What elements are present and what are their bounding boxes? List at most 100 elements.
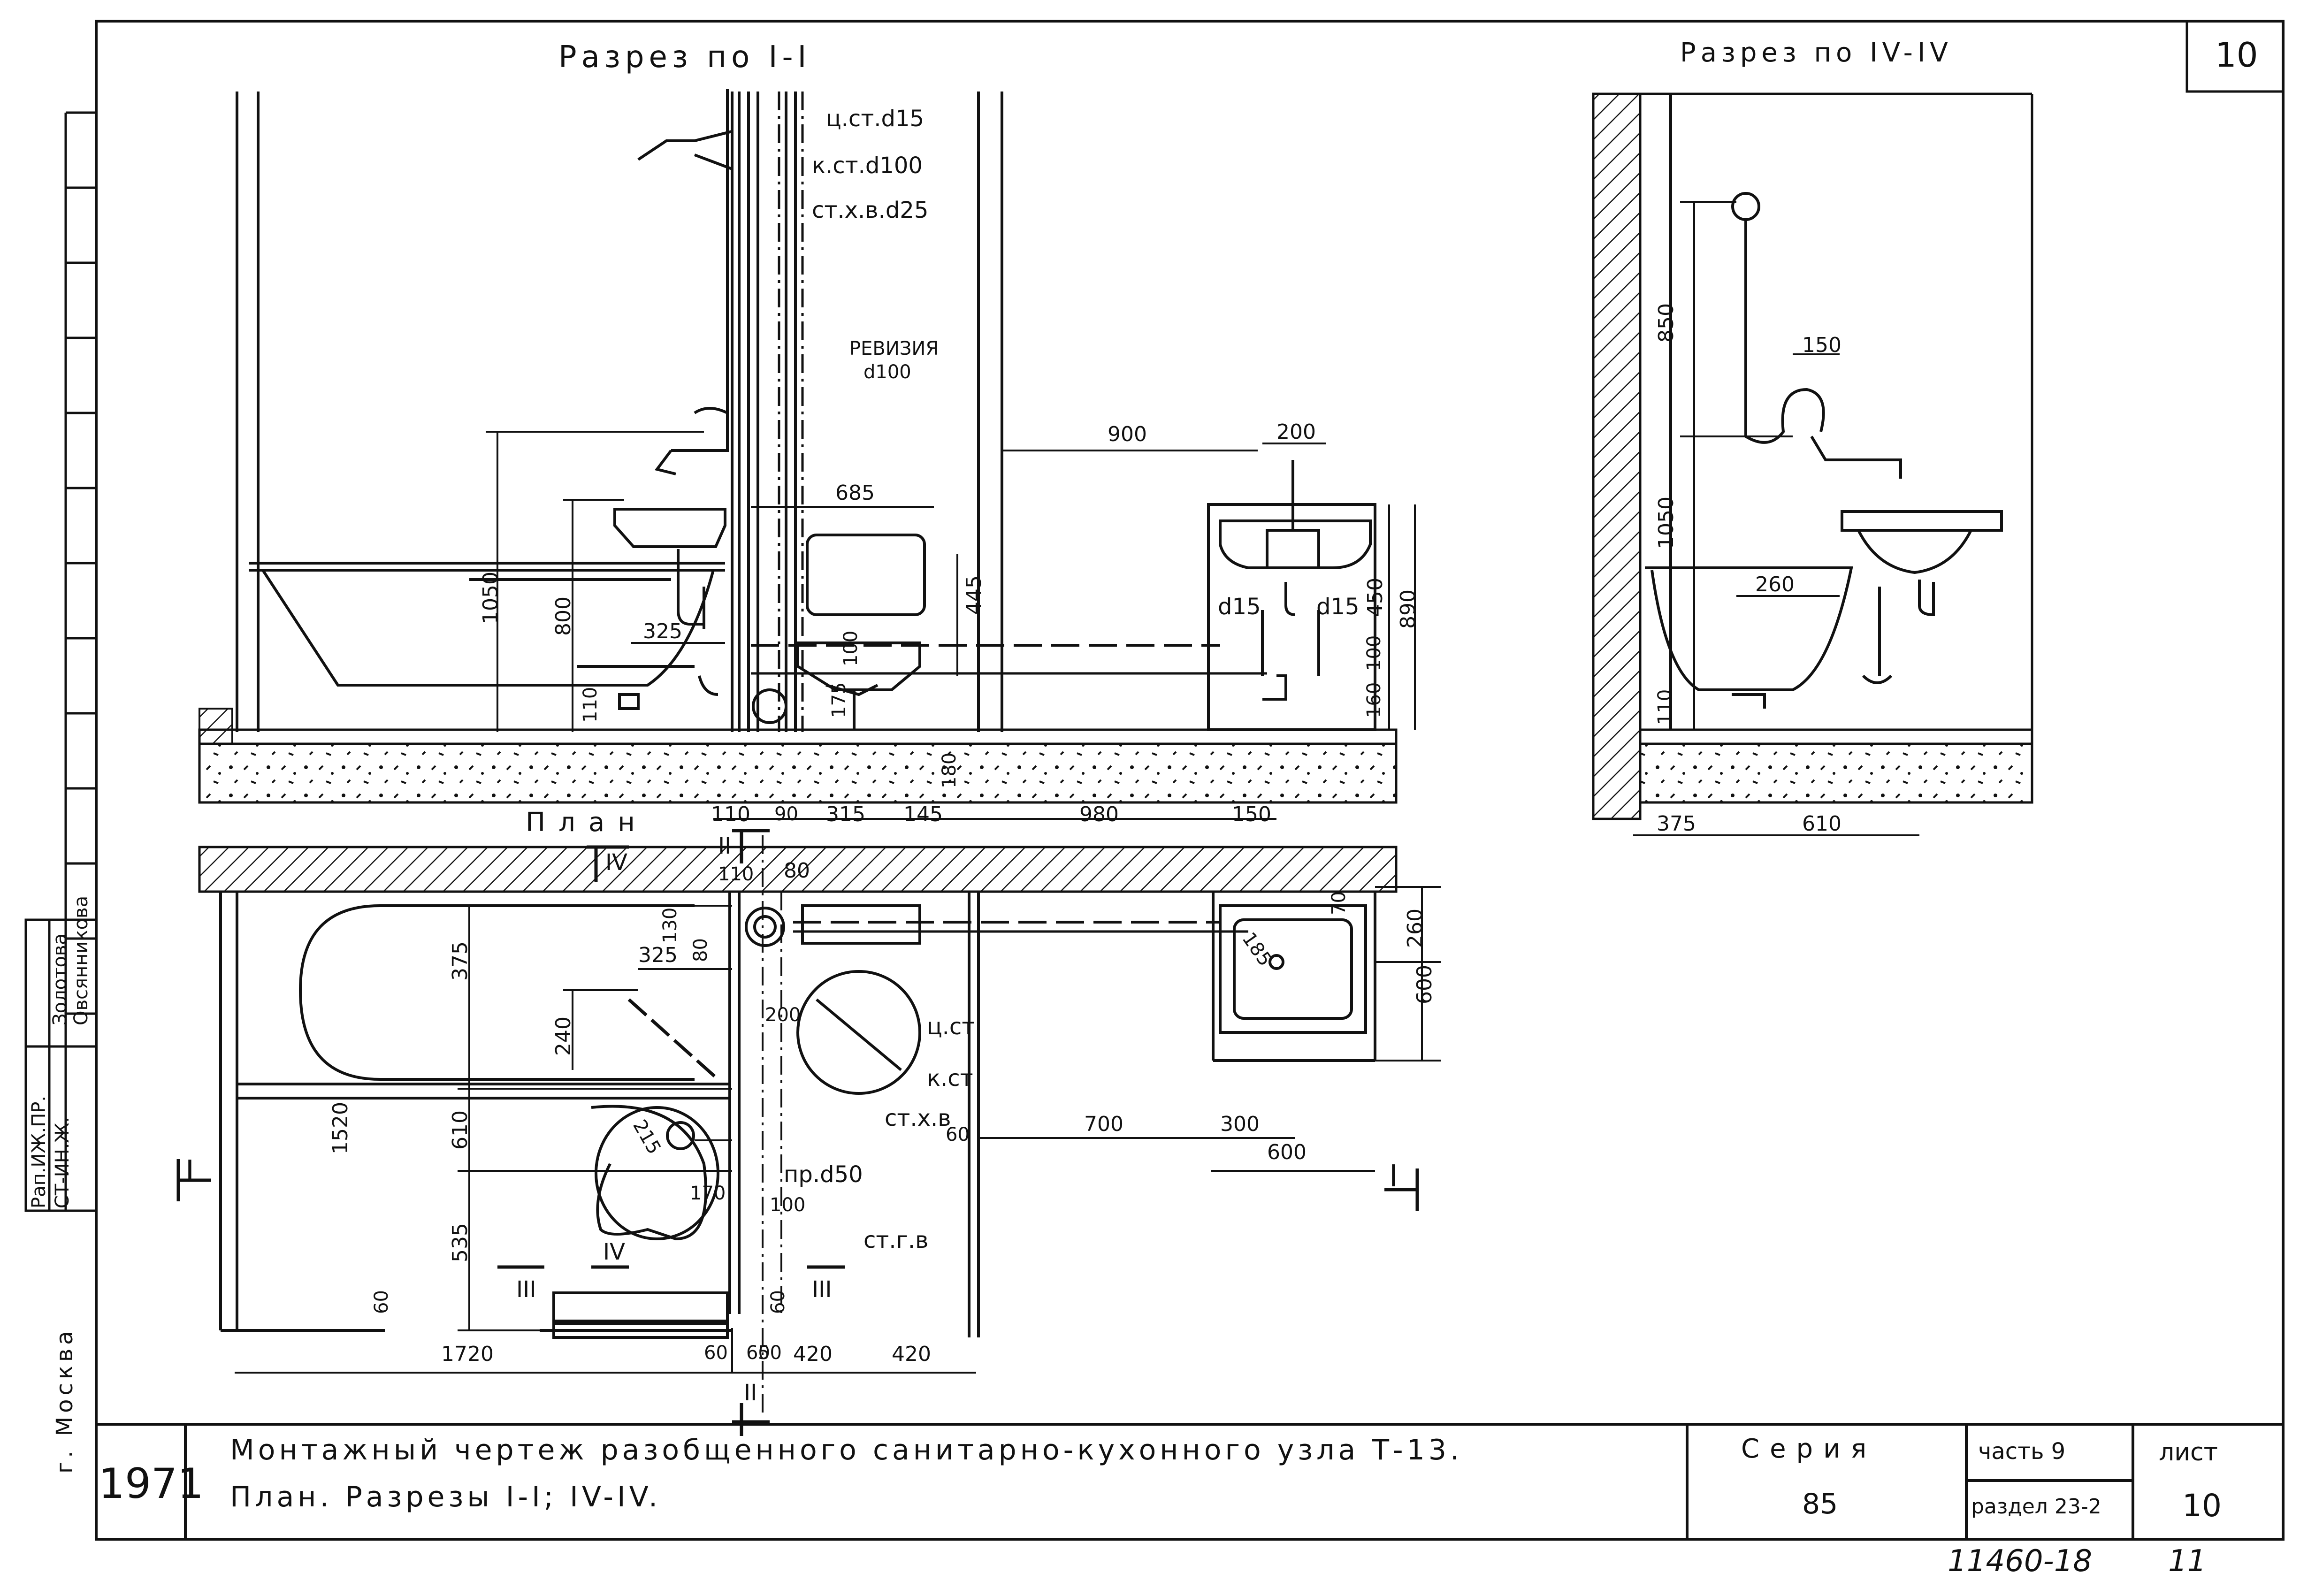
marker-III-right: III bbox=[812, 1276, 832, 1303]
sheet-frame bbox=[95, 20, 2285, 1541]
plan-dim-80: 80 bbox=[690, 938, 711, 962]
plan-dim-60-e: 60 bbox=[704, 1342, 728, 1364]
sheet-value: 10 bbox=[2182, 1488, 2222, 1524]
margin-name-2: Овсянникова bbox=[70, 895, 92, 1025]
hot-riser-label: ц.ст.d15 bbox=[826, 106, 925, 132]
dim-200-section: 200 bbox=[1276, 420, 1316, 444]
section-4-fixtures bbox=[1645, 94, 2003, 730]
dim-900: 900 bbox=[1108, 422, 1147, 446]
floor-dim-110: 110 bbox=[711, 802, 750, 826]
plan-dim-60-d: 60 bbox=[746, 1342, 770, 1364]
plan-dim-375: 375 bbox=[448, 941, 472, 981]
series-label: Серия bbox=[1741, 1434, 1877, 1464]
margin-position-1: Рап.ИЖ.ПР. bbox=[28, 1095, 50, 1208]
plan-dim-130: 130 bbox=[659, 907, 681, 943]
plan-dim-1720: 1720 bbox=[441, 1342, 494, 1366]
plan-dim-535: 535 bbox=[448, 1223, 472, 1262]
plan-dim-60-b: 60 bbox=[946, 1124, 970, 1145]
plan-dim-600: 600 bbox=[1267, 1140, 1307, 1164]
dim-1050: 1050 bbox=[479, 572, 503, 624]
floor-dim-150: 150 bbox=[1232, 802, 1271, 826]
dim-100-sink: 100 bbox=[1363, 635, 1385, 671]
plan-hot-riser-label: ц.ст bbox=[927, 1014, 975, 1040]
dim-325-section: 325 bbox=[643, 619, 682, 643]
marker-III-left: III bbox=[516, 1276, 536, 1303]
sec4-dim-110: 110 bbox=[1654, 689, 1676, 725]
margin-name-1: Золотова bbox=[49, 933, 71, 1025]
plan-dim-110: 110 bbox=[718, 863, 754, 885]
plan-dim-100: 100 bbox=[770, 1194, 806, 1216]
part-label: часть 9 bbox=[1978, 1438, 2066, 1465]
d15-right-label: d15 bbox=[1316, 594, 1360, 620]
marker-I-right: I bbox=[1389, 1159, 1398, 1194]
plan-dim-200: 200 bbox=[765, 1004, 801, 1026]
marker-IV-top: IV bbox=[605, 849, 627, 876]
plan-dim-170: 170 bbox=[690, 1183, 726, 1204]
section-4-title: Разрез по IV-IV bbox=[1680, 38, 1953, 68]
section-markers bbox=[176, 829, 1419, 1436]
dim-445: 445 bbox=[962, 575, 986, 615]
footer-number: 11460-18 bbox=[1948, 1544, 2093, 1579]
marker-II-bottom: II bbox=[744, 1380, 757, 1406]
washbasin-section-1 bbox=[613, 508, 726, 696]
sewer-riser-fitting bbox=[752, 688, 787, 724]
plan-dim-lines bbox=[235, 886, 1441, 1374]
marker-II-top: II bbox=[718, 833, 732, 859]
plan-top-wall bbox=[198, 846, 1398, 893]
sec4-dim-375: 375 bbox=[1657, 812, 1696, 836]
title-line-1: Монтажный чертеж разобщенного санитарно-… bbox=[230, 1434, 1463, 1466]
floor-finish-1 bbox=[198, 728, 1398, 745]
sec4-dim-1050: 1050 bbox=[1654, 496, 1678, 549]
floor-dim-90: 90 bbox=[774, 803, 798, 825]
corner-sheet-number: 10 bbox=[2215, 35, 2258, 75]
section-1-title: Разрез по I-I bbox=[558, 40, 811, 75]
plan-dim-70: 70 bbox=[1328, 891, 1350, 915]
plan-dim-60-a: 60 bbox=[371, 1290, 392, 1314]
plan-fixtures bbox=[298, 904, 1367, 1339]
d15-left-label: d15 bbox=[1218, 594, 1261, 620]
plan-dim-60-c: 60 bbox=[767, 1290, 789, 1314]
plan-dim-700: 700 bbox=[1084, 1112, 1123, 1136]
plan-dim-260: 260 bbox=[1403, 909, 1427, 948]
plan-gv-label: ст.г.в bbox=[863, 1227, 929, 1253]
plan-dim-240: 240 bbox=[551, 1016, 575, 1056]
floor-dim-145: 145 bbox=[903, 802, 943, 826]
plan-dim-420-b: 420 bbox=[892, 1342, 931, 1366]
plan-title: План bbox=[526, 807, 648, 838]
sewer-riser-label: к.ст.d100 bbox=[812, 153, 923, 179]
revision-diameter-label: d100 bbox=[863, 361, 911, 383]
plan-dim-1520: 1520 bbox=[329, 1102, 352, 1154]
dim-450: 450 bbox=[1363, 578, 1387, 617]
sheet-label: лист bbox=[2159, 1438, 2218, 1466]
plan-pr-label: пр.d50 bbox=[784, 1161, 863, 1188]
margin-city: г. Москва bbox=[52, 1327, 78, 1474]
dim-890: 890 bbox=[1396, 589, 1420, 629]
sec4-dim-150: 150 bbox=[1802, 333, 1842, 357]
margin-position-2: СТ-ИН.Ж. bbox=[52, 1116, 73, 1208]
revision-label: РЕВИЗИЯ bbox=[849, 338, 939, 359]
plan-diag-pipe bbox=[627, 998, 719, 1081]
bathtub-section-1 bbox=[249, 562, 725, 710]
title-line-2: План. Разрезы I-I; IV-IV. bbox=[230, 1481, 662, 1513]
plan-sewer-riser-label: к.ст bbox=[927, 1065, 973, 1092]
wall-section-4 bbox=[1592, 92, 1642, 820]
marker-I-left: I bbox=[185, 1154, 194, 1189]
dim-175: 175 bbox=[828, 682, 850, 718]
section-1-walls bbox=[236, 92, 1003, 732]
cold-riser-label: ст.х.в.d25 bbox=[812, 197, 929, 223]
kitchen-sink-section-1 bbox=[1207, 460, 1376, 731]
dim-800: 800 bbox=[551, 596, 575, 636]
left-margin-strip bbox=[24, 111, 98, 1212]
plan-dim-420-a: 420 bbox=[793, 1342, 833, 1366]
wc-section-1 bbox=[796, 534, 926, 730]
plan-walls bbox=[219, 892, 1376, 1337]
sec4-dim-260: 260 bbox=[1755, 573, 1795, 596]
series-value: 85 bbox=[1802, 1488, 1838, 1520]
title-year: 1971 bbox=[99, 1459, 204, 1508]
dim-100-section: 100 bbox=[840, 630, 862, 666]
dim-110-section: 110 bbox=[580, 687, 601, 723]
dim-160: 160 bbox=[1363, 682, 1385, 718]
floor-slab-1 bbox=[198, 742, 1398, 804]
floor-dim-980: 980 bbox=[1079, 802, 1119, 826]
